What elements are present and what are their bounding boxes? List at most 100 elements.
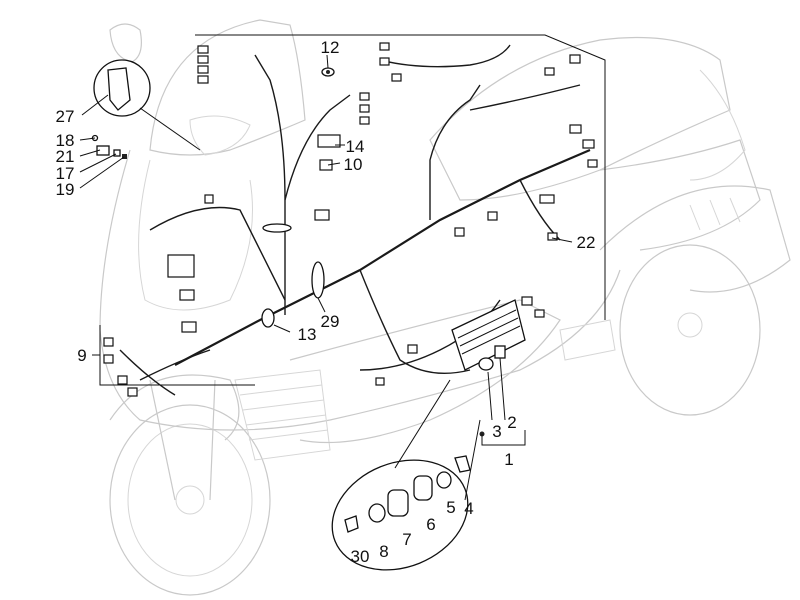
module-2-3	[451, 299, 526, 437]
cable-tie-13	[261, 308, 275, 328]
connector	[375, 377, 385, 386]
ring-5	[436, 471, 452, 489]
callout-21: 21	[56, 147, 75, 166]
callout-9: 9	[77, 346, 86, 365]
washer-19	[122, 154, 127, 159]
parts-inset	[331, 379, 481, 571]
connector	[487, 211, 498, 221]
front-body	[99, 149, 621, 431]
leader-10	[327, 162, 341, 166]
scooter-outline	[99, 19, 791, 596]
module-ribs	[457, 309, 521, 355]
harness-branch-rear	[469, 84, 581, 111]
rear-wheel	[619, 244, 761, 416]
harness-branch-handlebar	[284, 94, 351, 201]
front-hub	[175, 485, 205, 515]
connector	[314, 209, 330, 221]
cable-tie	[262, 223, 292, 233]
callout-10: 10	[344, 155, 363, 174]
fuse-2	[494, 345, 506, 359]
leader-2	[499, 357, 506, 421]
callout-17: 17	[56, 164, 75, 183]
leader-29	[317, 297, 326, 313]
relay-10	[319, 159, 333, 171]
headlight	[189, 115, 251, 156]
harness-branch-lower	[359, 269, 471, 375]
ring-8	[368, 503, 386, 523]
connector	[547, 232, 558, 241]
connector	[117, 375, 128, 385]
callout-4: 4	[464, 499, 473, 518]
callout-30: 30	[351, 547, 370, 566]
connector	[197, 65, 209, 74]
callout-1: 1	[504, 450, 513, 469]
front-fork	[149, 379, 216, 501]
connector	[539, 194, 555, 204]
sensor-center	[326, 70, 330, 74]
nut-17	[113, 149, 121, 157]
leader-21	[79, 149, 101, 157]
inset-leader-b	[464, 419, 481, 501]
callout-13: 13	[298, 325, 317, 344]
group-bracket-top	[195, 34, 606, 320]
harness-branch-dash	[254, 54, 286, 315]
tail-section	[689, 69, 746, 181]
callout-2: 2	[507, 413, 516, 432]
lower-body	[289, 299, 561, 444]
connector	[454, 227, 465, 237]
harness-branch-9	[119, 349, 176, 396]
clamp-4	[454, 455, 471, 473]
harness-branch-front	[139, 349, 211, 381]
connector	[521, 296, 533, 306]
front-brake-disc	[127, 423, 253, 577]
callout-7: 7	[402, 530, 411, 549]
leader-1	[481, 430, 526, 446]
mirror	[109, 23, 142, 63]
connector	[534, 309, 545, 318]
callout-19: 19	[56, 180, 75, 199]
callout-8: 8	[379, 542, 388, 561]
connector	[391, 73, 402, 82]
exhaust-vents	[689, 197, 741, 231]
leader-3	[487, 371, 493, 421]
grommet	[478, 357, 494, 371]
connector	[359, 116, 370, 125]
callout-labels: 1 2 3 4 5 6 7 8 9 10 12 13 14 17 18 19 2…	[56, 38, 596, 566]
leader-18	[79, 137, 96, 141]
connector	[582, 139, 595, 149]
connector	[379, 42, 390, 51]
footrest	[559, 319, 616, 361]
front-wheel	[109, 404, 271, 596]
group-bracket-left	[99, 325, 255, 386]
harness-branch-top	[379, 44, 511, 68]
harness-branch-center	[429, 84, 481, 220]
control-module	[451, 299, 526, 371]
leader-lines	[79, 54, 573, 446]
grille-slats	[239, 384, 329, 441]
connector	[587, 159, 598, 168]
rear-hub	[677, 312, 703, 338]
part-27-inset	[93, 59, 201, 151]
inset-leader	[139, 107, 201, 151]
seat	[429, 36, 731, 201]
leader-12	[326, 54, 329, 69]
connector	[544, 67, 555, 76]
connector	[197, 45, 209, 54]
parts-17-21	[91, 134, 127, 159]
callout-14: 14	[346, 137, 365, 156]
connector	[569, 54, 581, 64]
connector	[407, 344, 418, 354]
connector	[197, 55, 209, 64]
callout-29: 29	[321, 312, 340, 331]
connector	[179, 289, 195, 301]
callout-3: 3	[492, 422, 501, 441]
connectors	[103, 42, 598, 397]
connector-block-14	[317, 134, 341, 148]
headlight-fairing	[138, 159, 253, 311]
callout-6: 6	[426, 515, 435, 534]
connector-block	[167, 254, 195, 278]
callout-5: 5	[446, 498, 455, 517]
callout-22: 22	[577, 233, 596, 252]
